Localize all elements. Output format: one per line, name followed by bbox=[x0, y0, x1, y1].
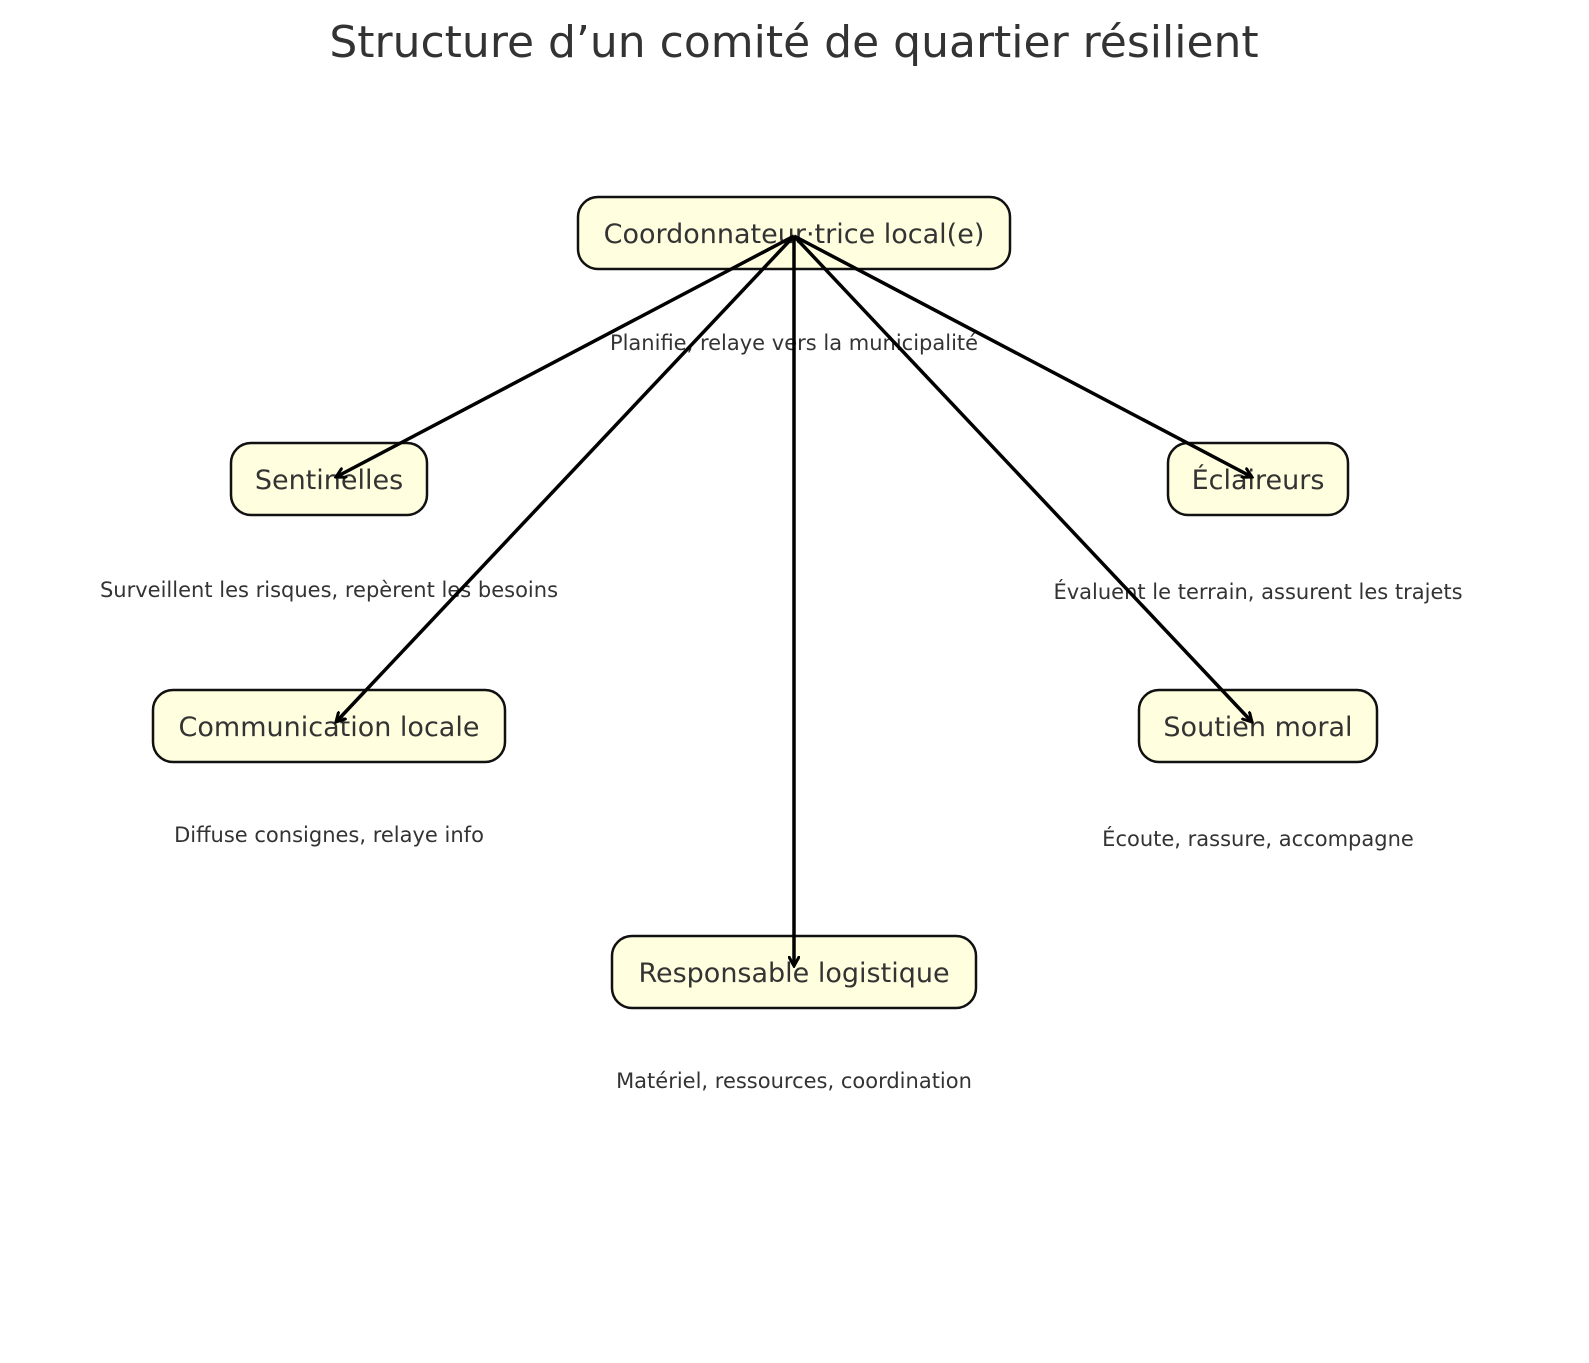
edge-coordinateur-sentinelles bbox=[336, 234, 795, 477]
diagram-title: Structure d’un comité de quartier résili… bbox=[329, 17, 1258, 68]
node-label-communication: Communication locale bbox=[179, 712, 480, 743]
edge-coordinateur-communication bbox=[336, 234, 796, 722]
nodes-layer: Coordonnateur·trice local(e) Planifie, r… bbox=[100, 195, 1463, 1093]
node-desc-communication: Diffuse consignes, relaye info bbox=[174, 823, 484, 847]
node-label-sentinelles: Sentinelles bbox=[255, 465, 403, 496]
edge-coordinateur-soutien bbox=[792, 234, 1252, 722]
node-desc-soutien: Écoute, rassure, accompagne bbox=[1102, 826, 1414, 851]
node-sentinelles: Sentinelles Surveillent les risques, rep… bbox=[100, 441, 558, 602]
node-box-sentinelles bbox=[229, 441, 429, 517]
node-box-eclaireurs bbox=[1166, 441, 1350, 517]
node-desc-logistique: Matériel, ressources, coordination bbox=[616, 1069, 972, 1093]
node-label-soutien: Soutien moral bbox=[1163, 712, 1352, 743]
node-coordinateur: Coordonnateur·trice local(e) Planifie, r… bbox=[576, 195, 1012, 355]
edge-coordinateur-eclaireurs bbox=[793, 234, 1252, 477]
edges-layer bbox=[336, 234, 1252, 966]
node-eclaireurs: Éclaireurs Évaluent le terrain, assurent… bbox=[1053, 441, 1463, 604]
node-label-eclaireurs: Éclaireurs bbox=[1192, 464, 1325, 496]
node-desc-eclaireurs: Évaluent le terrain, assurent les trajet… bbox=[1053, 579, 1462, 604]
node-box-communication bbox=[151, 688, 507, 764]
node-logistique: Responsable logistique Matériel, ressour… bbox=[610, 934, 978, 1093]
node-soutien: Soutien moral Écoute, rassure, accompagn… bbox=[1102, 688, 1414, 851]
node-desc-sentinelles: Surveillent les risques, repèrent les be… bbox=[100, 578, 558, 602]
node-communication: Communication locale Diffuse consignes, … bbox=[151, 688, 507, 847]
node-box-soutien bbox=[1137, 688, 1379, 764]
